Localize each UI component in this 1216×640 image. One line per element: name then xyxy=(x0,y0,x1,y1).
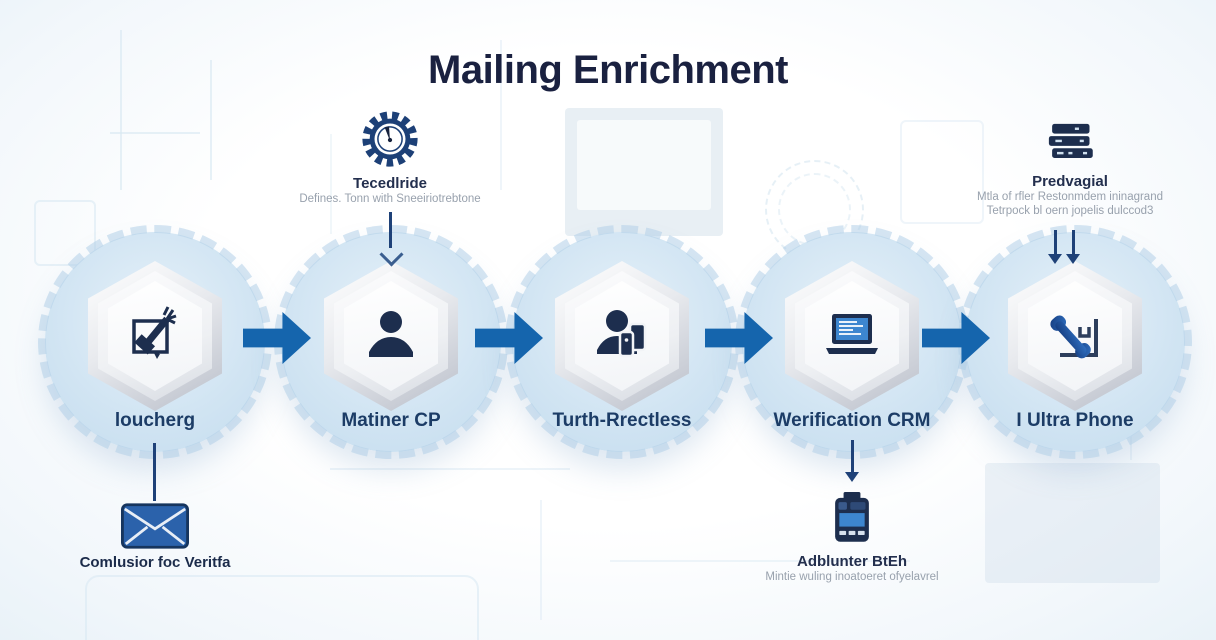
background-decoration xyxy=(565,108,723,236)
connector-line xyxy=(851,440,854,474)
step-label: loucherg xyxy=(114,410,196,431)
annotation-envelope: Comlusior foc Veritfa xyxy=(45,503,265,571)
person-phone-icon xyxy=(590,302,654,371)
annotation-label: Comlusior foc Veritfa xyxy=(79,554,231,571)
background-decoration xyxy=(577,120,711,210)
step-label: I Ultra Phone xyxy=(1016,410,1134,431)
annotation-subtitle: Defines. Tonn with Sneeiriotrebtone xyxy=(299,193,481,205)
page-title: Mailing Enrichment xyxy=(428,48,788,92)
arrow-down-icon xyxy=(1066,254,1080,264)
step-1: loucherg xyxy=(38,225,272,459)
step-label: Werification CRM xyxy=(773,410,931,431)
annotation-subtitle-line2: Tetrpock bl oern jopelis dulccod3 xyxy=(986,205,1154,217)
connector-line xyxy=(389,212,392,248)
hex-badge[interactable] xyxy=(324,261,458,411)
tools-icon xyxy=(123,302,187,371)
laptop-icon xyxy=(819,302,885,371)
annotation-title: Predvagial xyxy=(1032,173,1108,190)
hex-badge[interactable] xyxy=(1008,261,1142,411)
envelope-icon xyxy=(121,503,189,553)
connector-line xyxy=(1072,230,1075,254)
annotation-stack: Predvagial Mtla of rfler Restonmdem inin… xyxy=(945,122,1195,218)
annotation-gauge: Tecedlride Defines. Tonn with Sneeiriotr… xyxy=(280,108,500,206)
step-5: I Ultra Phone xyxy=(958,225,1192,459)
annotation-device: Adblunter BtEh Mintie wuling inoatoeret … xyxy=(742,490,962,584)
background-decoration xyxy=(85,575,479,640)
connector-line xyxy=(1054,230,1057,254)
phone-handset-icon xyxy=(1042,301,1108,372)
step-2: Matiner CP xyxy=(274,225,508,459)
step-3: Turth-Rrectless xyxy=(505,225,739,459)
card-device-icon xyxy=(825,492,879,552)
gauge-gear-icon xyxy=(359,111,421,174)
background-decoration xyxy=(540,500,542,620)
annotation-subtitle-line1: Mtla of rfler Restonmdem ininagrand xyxy=(977,191,1163,203)
annotation-title: Adblunter BtEh xyxy=(797,553,907,570)
server-stack-icon xyxy=(1044,123,1096,172)
background-decoration xyxy=(110,132,200,134)
background-decoration xyxy=(985,463,1160,583)
step-label: Turth-Rrectless xyxy=(552,410,692,431)
annotation-title: Tecedlride xyxy=(353,175,427,192)
step-label: Matiner CP xyxy=(341,410,441,431)
arrow-down-icon xyxy=(845,472,859,482)
connector-line xyxy=(153,443,156,501)
annotation-subtitle: Mintie wuling inoatoeret ofyelavrel xyxy=(765,571,939,583)
background-decoration xyxy=(330,468,570,470)
person-icon xyxy=(359,302,423,371)
arrow-down-icon xyxy=(1048,254,1062,264)
